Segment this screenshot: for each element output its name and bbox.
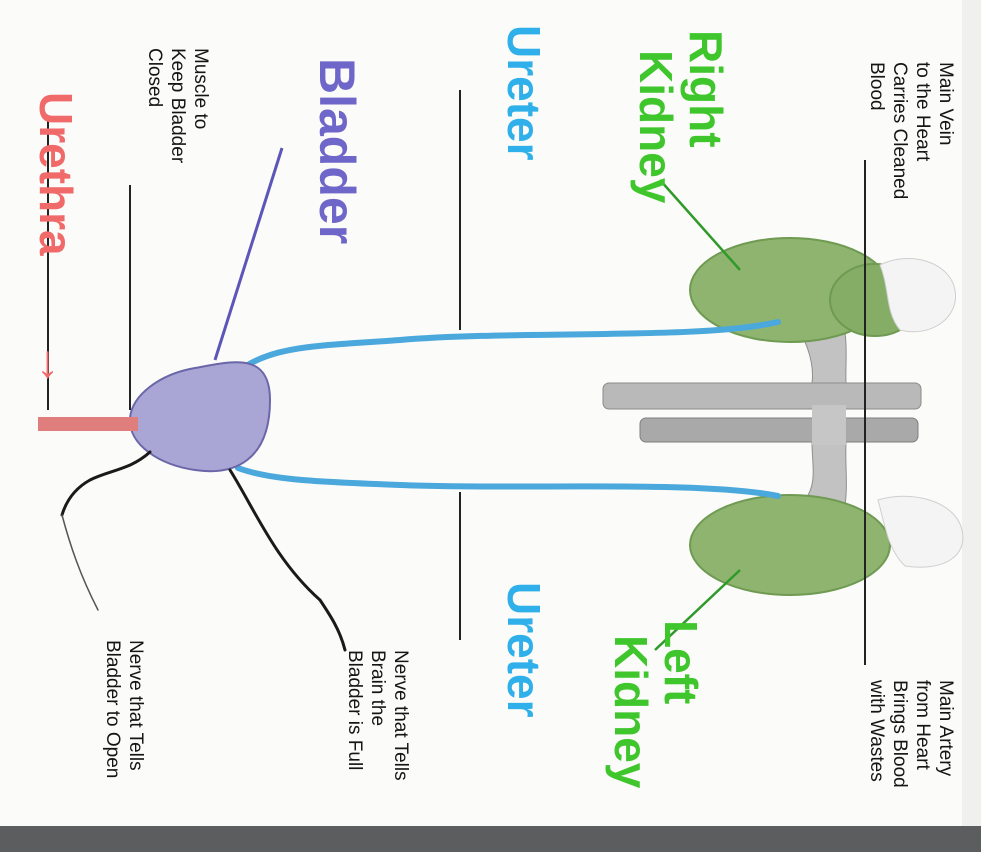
left-kidney-word-1: Left (655, 620, 707, 704)
bladder-text: Bladder (309, 58, 365, 244)
main-artery-line-1: Main Artery (935, 680, 956, 777)
urethra-arrow-icon: → (30, 342, 82, 388)
main-vein-line-3: Carries Cleaned (889, 62, 910, 199)
nerve-full-line-3: Bladder is Full (344, 650, 365, 770)
urethra-label: Urethra → (30, 92, 82, 388)
nerve-full-line-1: Nerve that Tells (390, 650, 411, 781)
muscle-line-3: Closed (144, 48, 165, 107)
left-kidney-word-2: Kidney (605, 635, 657, 789)
nerve-open-line-1: Nerve that Tells (125, 640, 146, 771)
main-artery-line-2: from Heart (912, 680, 933, 770)
main-artery-line-3: Brings Blood (889, 680, 910, 788)
bladder-label: Bladder (309, 58, 365, 244)
main-artery-line-4: with Wastes (866, 679, 887, 782)
ureter-top-label: Ureter (498, 25, 550, 161)
muscle-line-1: Muscle to (190, 48, 211, 129)
ureter-top-text: Ureter (498, 25, 550, 161)
left-kidney-shape (690, 495, 890, 595)
nerve-open-line-2: Bladder to Open (102, 640, 123, 778)
paper-edge (962, 0, 981, 852)
urethra-tube (38, 417, 138, 431)
main-vein-line-4: Blood (866, 62, 887, 111)
ureter-bottom-label: Ureter (498, 582, 550, 718)
main-vein-line-1: Main Vein (935, 62, 956, 145)
main-vein-line-2: to the Heart (912, 62, 933, 162)
nerve-full-line-2: Brain the (367, 650, 388, 726)
urethra-text: Urethra (30, 92, 82, 256)
vessel-junction (812, 405, 846, 445)
right-kidney-word-2: Kidney (630, 50, 682, 204)
main-artery-vessel (640, 418, 918, 442)
ureter-bottom-text: Ureter (498, 582, 550, 718)
scan-border (0, 826, 981, 852)
muscle-line-2: Keep Bladder (167, 48, 188, 164)
right-kidney-word-1: Right (680, 30, 732, 148)
main-vein-vessel (603, 383, 921, 409)
